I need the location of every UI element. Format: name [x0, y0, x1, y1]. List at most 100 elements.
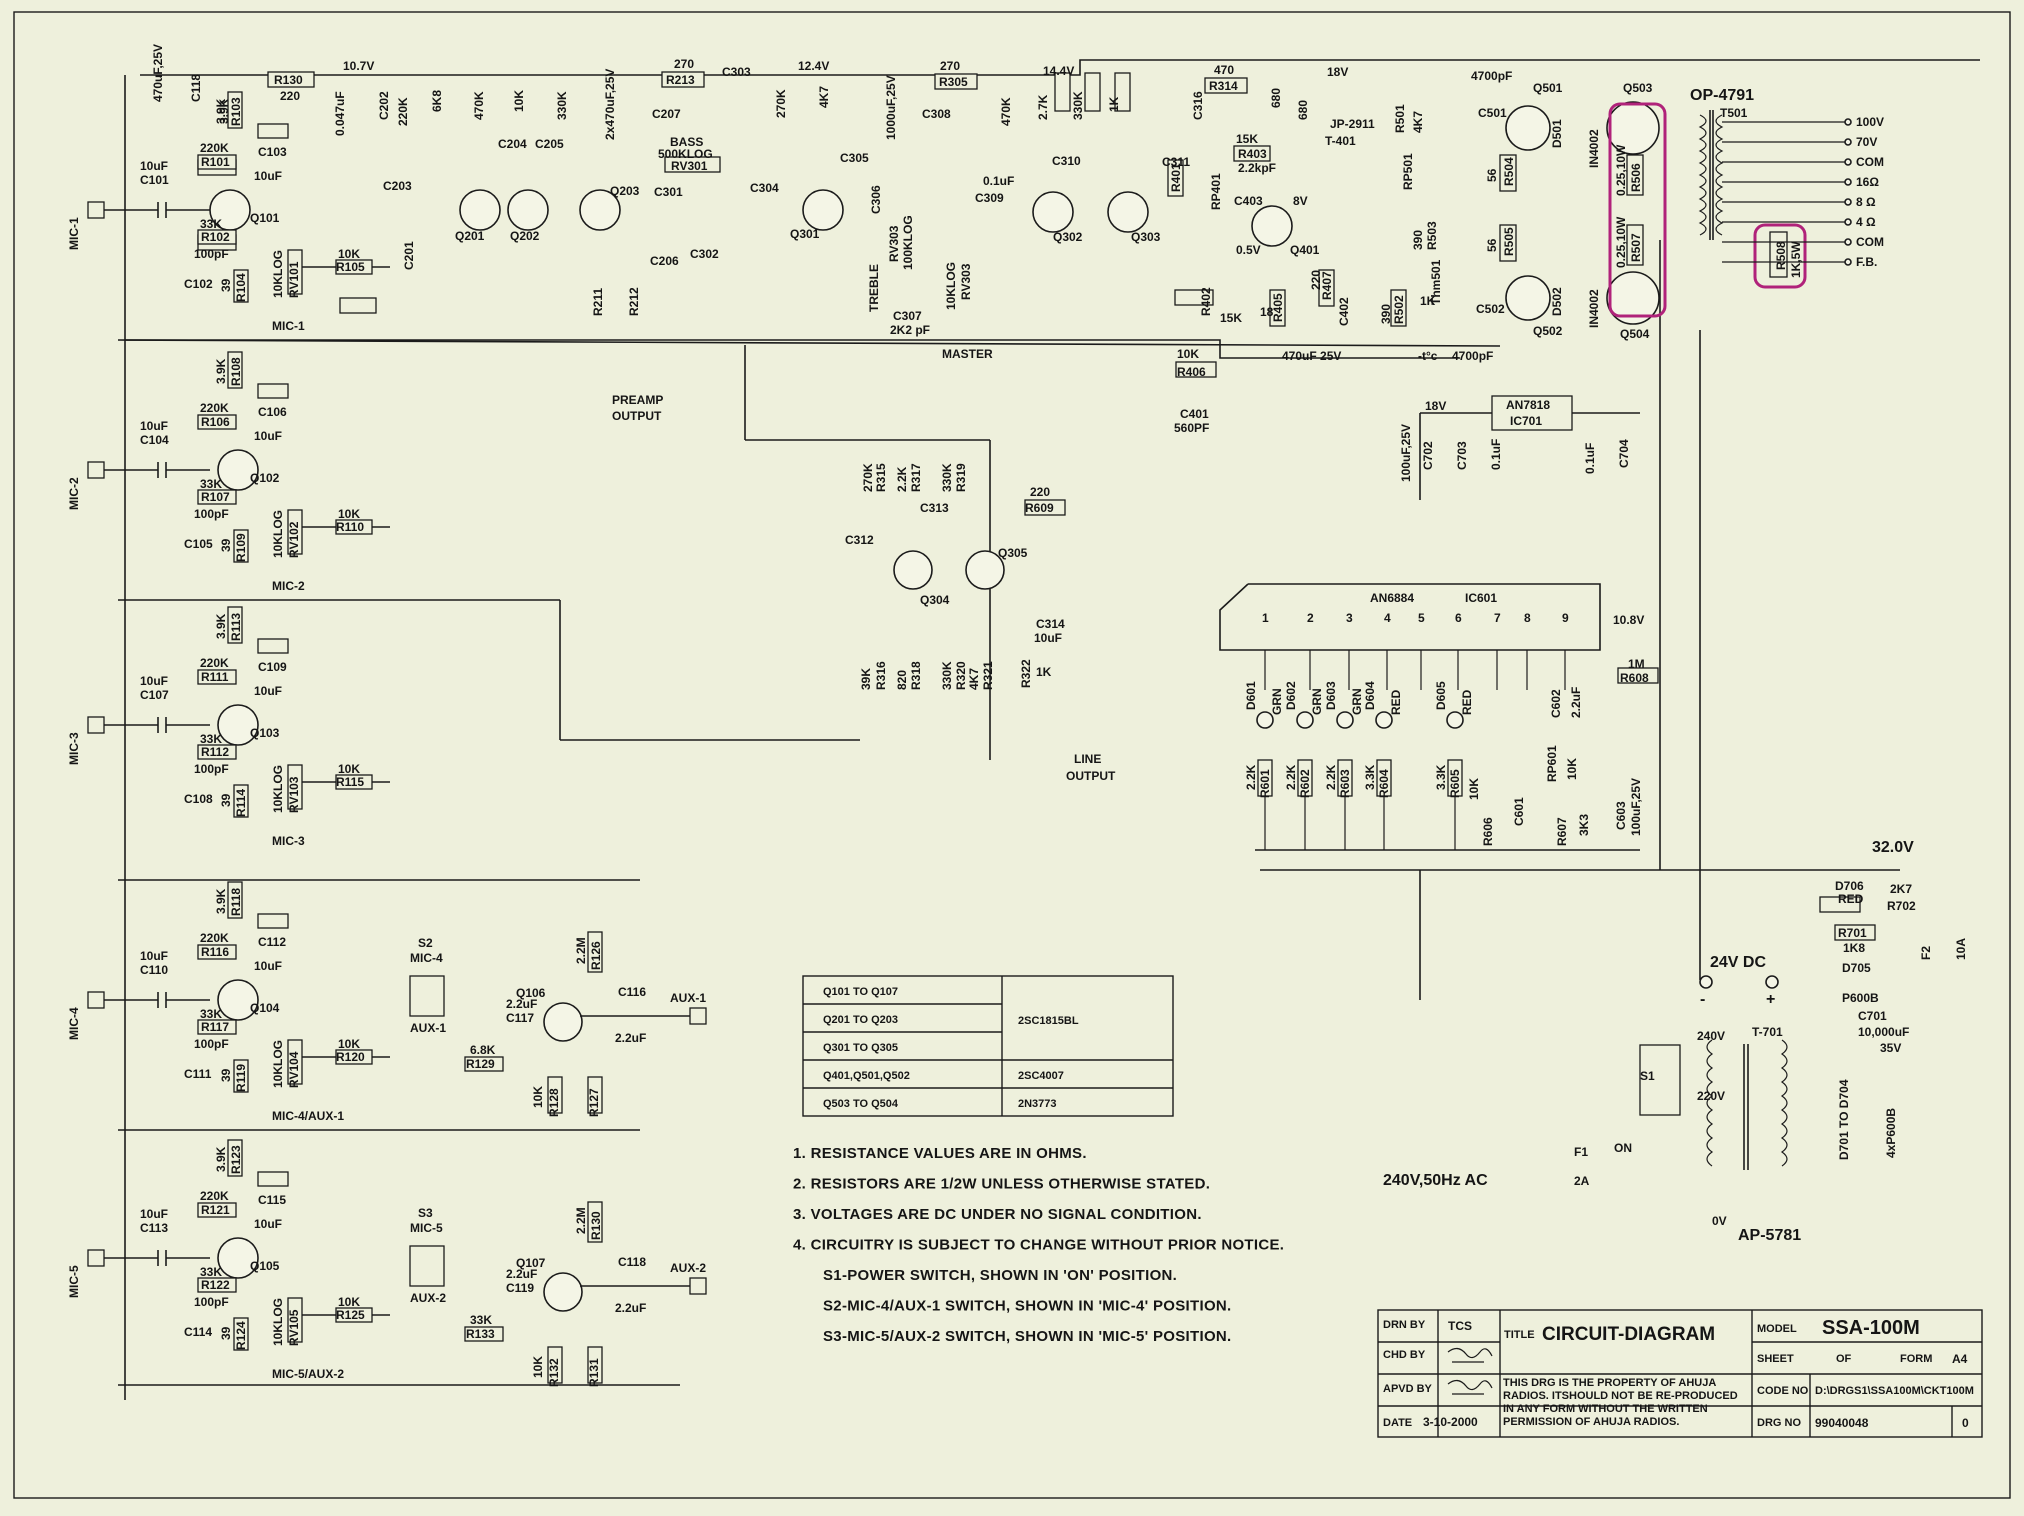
c-in-value: 10uF [140, 159, 168, 173]
mic-stage: MIC-310uFC107220KR11133KR112100pFC108R11… [67, 606, 390, 848]
mic-input-label: MIC-4 [67, 1007, 81, 1040]
svg-text:0.1uF: 0.1uF [1583, 443, 1597, 474]
ic-pin-number: 3 [1346, 611, 1353, 625]
svg-text:R212: R212 [627, 287, 641, 316]
svg-text:330K: 330K [940, 661, 954, 690]
svg-text:270: 270 [940, 59, 960, 73]
svg-text:-t°c: -t°c [1418, 349, 1438, 363]
svg-text:10,000uF: 10,000uF [1858, 1025, 1909, 1039]
table-row-type: 2SC4007 [1018, 1070, 1064, 1082]
svg-text:10K: 10K [512, 90, 526, 112]
tap-label: COM [1856, 235, 1884, 249]
svg-text:R314: R314 [1209, 79, 1238, 93]
svg-text:Q504: Q504 [1620, 327, 1650, 341]
svg-text:RV303: RV303 [887, 225, 901, 262]
svg-text:C603: C603 [1614, 801, 1628, 830]
r-top-ref: R113 [229, 613, 243, 641]
svg-text:10uF: 10uF [1034, 631, 1062, 645]
power-output: R508 1K,5W R506 R507 0.25,10W 0.25,10W R… [1452, 102, 1807, 363]
led-ref: D605 [1434, 681, 1448, 710]
svg-text:D701 TO D704: D701 TO D704 [1837, 1079, 1851, 1160]
svg-text:R407: R407 [1320, 271, 1334, 300]
r-top-ref: R103 [229, 97, 243, 126]
tap-label: 70V [1856, 135, 1877, 149]
svg-text:C316: C316 [1191, 91, 1205, 120]
svg-text:15K: 15K [1236, 132, 1258, 146]
svg-text:R211: R211 [591, 288, 605, 316]
power-supply: 32.0V D706 RED R701 1K8 2K7 R702 F2 10A … [1383, 839, 1968, 1244]
svg-text:470: 470 [1214, 63, 1234, 77]
svg-text:1000uF,25V: 1000uF,25V [884, 75, 898, 140]
svg-text:99040048: 99040048 [1815, 1416, 1869, 1430]
svg-text:39K: 39K [859, 668, 873, 690]
ic-pin-number: 9 [1562, 611, 1569, 625]
transistor-label: Q102 [250, 471, 280, 485]
svg-text:RV301: RV301 [671, 159, 708, 173]
svg-text:F1: F1 [1574, 1145, 1588, 1159]
svg-text:270: 270 [674, 57, 694, 71]
c-in-value: 10uF [140, 949, 168, 963]
svg-text:R320: R320 [954, 661, 968, 690]
svg-text:100uF,25V: 100uF,25V [1399, 424, 1413, 482]
mic-input-label: MIC-3 [67, 732, 81, 765]
svg-text:IC701: IC701 [1510, 414, 1542, 428]
svg-text:R305: R305 [939, 75, 968, 89]
note-line: 4. CIRCUITRY IS SUBJECT TO CHANGE WITHOU… [793, 1237, 1284, 1254]
svg-text:100KLOG: 100KLOG [901, 215, 915, 270]
svg-text:C309: C309 [975, 191, 1004, 205]
c-b-ref: C108 [184, 792, 213, 806]
svg-text:IN ANY FORM WITHOUT THE WRITTE: IN ANY FORM WITHOUT THE WRITTEN [1503, 1403, 1708, 1415]
r-in-ref: R125 [336, 1308, 365, 1322]
r-in-ref: R105 [336, 260, 365, 274]
tap-label: 8 Ω [1856, 195, 1876, 209]
aux-r-e2-ref: R127 [587, 1088, 601, 1117]
svg-text:3-10-2000: 3-10-2000 [1423, 1415, 1478, 1429]
led-ref: D604 [1363, 681, 1377, 710]
svg-text:Thm501: Thm501 [1429, 259, 1443, 305]
top-labels: R130 220 10.7V R213 270 C303 12.4V R305 … [151, 44, 1754, 205]
led-resistor-ref: R605 [1448, 769, 1462, 798]
r-in-ref: R115 [336, 775, 364, 789]
svg-text:18V: 18V [1425, 399, 1446, 413]
svg-text:T501: T501 [1720, 106, 1748, 120]
c-in-value: 10uF [140, 419, 168, 433]
sheet-border [13, 11, 2011, 1499]
svg-text:Q304: Q304 [920, 593, 950, 607]
led-icon [1336, 711, 1354, 729]
svg-text:32.0V: 32.0V [1872, 839, 1914, 856]
r-series-value: 33K [470, 1313, 492, 1327]
table-row-range: Q301 TO Q305 [823, 1042, 898, 1054]
svg-text:C308: C308 [922, 107, 951, 121]
svg-text:PREAMP: PREAMP [612, 393, 663, 407]
aux-transistor-label: Q107 [516, 1256, 546, 1270]
svg-text:R213: R213 [666, 73, 695, 87]
mid-labels: Q201 Q202 Q203 Q301 Q302 Q303 C203 C204 … [383, 137, 1190, 783]
switch-aux-label: AUX-1 [410, 1021, 446, 1035]
led-resistor-ref: R601 [1258, 769, 1272, 798]
c-in-ref: C110 [140, 963, 168, 977]
svg-text:IN4002: IN4002 [1587, 129, 1601, 168]
c-in-ref: C101 [140, 173, 169, 187]
svg-text:S1: S1 [1640, 1069, 1655, 1083]
led-ref: D602 [1284, 681, 1298, 710]
svg-text:R317: R317 [909, 463, 923, 492]
r-top-value: 3.9K [214, 613, 228, 639]
r-b-value: 33K [200, 1007, 222, 1021]
r-b-ref: R107 [201, 490, 230, 504]
svg-text:C501: C501 [1478, 106, 1507, 120]
aux-r-e-ref: R132 [547, 1358, 561, 1387]
table-row-type: 2N3773 [1018, 1098, 1057, 1110]
r-top-ref: R108 [229, 357, 243, 386]
led-resistor-ref: R604 [1377, 769, 1391, 798]
resistor-boxes [197, 71, 1876, 941]
c-in-ref: C113 [140, 1221, 168, 1235]
driver-stage: T-401 JP-2911 R403 15K 2.2kpF C403 8V Q4… [1169, 88, 1443, 435]
aux-c-out-value: 2.2uF [615, 1301, 646, 1315]
r-in-ref: R120 [336, 1050, 365, 1064]
aux-stage: S2MIC-4AUX-16.8KR1292.2uFC117Q106R1262.2… [409, 931, 707, 1117]
svg-text:C204: C204 [498, 137, 527, 151]
svg-text:240V,50Hz AC: 240V,50Hz AC [1383, 1172, 1488, 1189]
volume-pot-value: 10KLOG [271, 765, 285, 813]
c-in-ref: C104 [140, 433, 169, 447]
